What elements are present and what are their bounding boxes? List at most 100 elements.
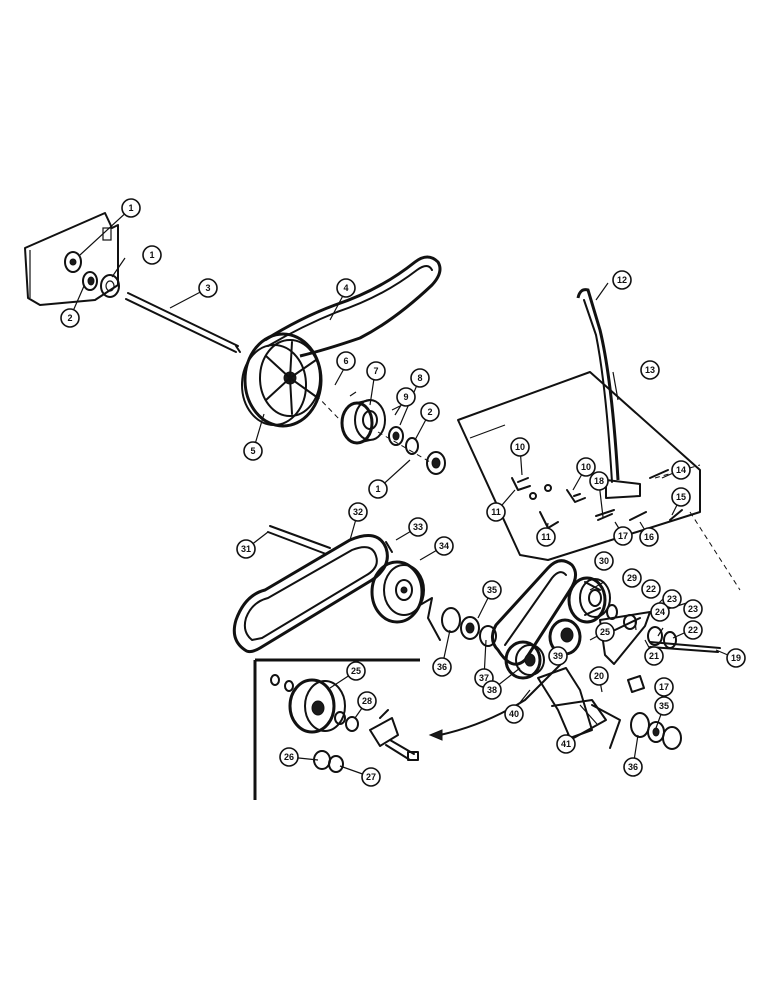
small-pulley-upper — [340, 399, 386, 445]
callout-13: 13 — [640, 360, 660, 380]
washer-stack-lower-right — [630, 712, 682, 750]
callout-3-shaft: 3 — [198, 278, 218, 298]
callout-label: 2 — [67, 313, 72, 323]
bearing-left — [82, 271, 120, 298]
callout-label: 25 — [351, 666, 361, 676]
curved-arrow — [428, 664, 561, 741]
callout-35-upper: 35 — [482, 580, 502, 600]
callout-label: 4 — [343, 283, 348, 293]
callout-1-upper: 1 — [368, 479, 388, 499]
callout-label: 40 — [509, 709, 519, 719]
callout-label: 7 — [373, 366, 378, 376]
callout-21: 21 — [644, 646, 664, 666]
callout-25-right: 25 — [595, 622, 615, 642]
callout-24: 24 — [650, 602, 670, 622]
set-screw — [627, 675, 645, 693]
callout-36-lower: 36 — [623, 757, 643, 777]
callout-12: 12 — [612, 270, 632, 290]
callout-29: 29 — [622, 568, 642, 588]
inset-idler-pulley — [270, 674, 346, 734]
washer-stack-right — [606, 604, 677, 649]
callout-label: 2 — [427, 407, 432, 417]
washer-stack-left — [419, 597, 497, 647]
callout-label: 37 — [479, 673, 489, 683]
callout-16: 16 — [639, 527, 659, 547]
callout-label: 21 — [649, 651, 659, 661]
callout-label: 32 — [353, 507, 363, 517]
callout-label: 36 — [437, 662, 447, 672]
callout-18: 18 — [589, 471, 609, 491]
callout-20: 20 — [589, 666, 609, 686]
callout-17-upper: 17 — [613, 526, 633, 546]
callout-label: 14 — [676, 465, 686, 475]
callout-label: 11 — [541, 532, 551, 542]
assembly-line-upper — [315, 394, 431, 463]
callout-26: 26 — [279, 747, 299, 767]
callout-label: 23 — [688, 604, 698, 614]
callout-22-lower: 22 — [683, 620, 703, 640]
callout-label: 5 — [250, 446, 255, 456]
callout-23-lower: 23 — [683, 599, 703, 619]
callout-8: 8 — [410, 368, 430, 388]
callout-7: 7 — [366, 361, 386, 381]
inset-bracket-bolt — [369, 709, 419, 761]
callout-25-inset: 25 — [346, 661, 366, 681]
callout-14: 14 — [671, 460, 691, 480]
callout-22-upper: 22 — [641, 579, 661, 599]
callout-label: 1 — [128, 203, 133, 213]
inset-bearing — [313, 750, 344, 773]
pulley-right-upper — [567, 576, 611, 624]
large-pulley — [241, 332, 323, 428]
callout-label: 10 — [581, 462, 591, 472]
callout-2-bearing: 2 — [60, 308, 80, 328]
callout-5-pulley: 5 — [243, 441, 263, 461]
callout-30: 30 — [594, 551, 614, 571]
long-v-belt — [232, 534, 389, 654]
callout-label: 34 — [439, 541, 449, 551]
callout-label: 19 — [731, 653, 741, 663]
callout-38: 38 — [482, 680, 502, 700]
callout-15: 15 — [671, 487, 691, 507]
mounting-plate — [24, 212, 119, 306]
callout-label: 25 — [600, 627, 610, 637]
callout-label: 22 — [646, 584, 656, 594]
pulley-middle — [370, 541, 425, 624]
callout-10-left: 10 — [510, 437, 530, 457]
inset-frame — [253, 658, 420, 800]
callout-label: 18 — [594, 476, 604, 486]
callout-label: 12 — [617, 275, 627, 285]
callout-1-plate: 1 — [121, 198, 141, 218]
callout-39: 39 — [548, 646, 568, 666]
pulley-hardware-upper — [349, 391, 446, 475]
callout-label: 1 — [375, 484, 380, 494]
callout-19: 19 — [726, 648, 746, 668]
callout-label: 41 — [561, 739, 571, 749]
v-belt-upper — [264, 255, 442, 358]
callout-27: 27 — [361, 767, 381, 787]
callout-1-washer: 1 — [142, 245, 162, 265]
callout-6: 6 — [336, 351, 356, 371]
callout-label: 35 — [487, 585, 497, 595]
drive-shaft — [125, 292, 241, 353]
callout-11-right: 11 — [536, 527, 556, 547]
callout-40: 40 — [504, 704, 524, 724]
callout-label: 9 — [403, 392, 408, 402]
callout-label: 38 — [487, 685, 497, 695]
callout-label: 6 — [343, 356, 348, 366]
callout-label: 10 — [515, 442, 525, 452]
callout-label: 20 — [594, 671, 604, 681]
inset-spacers — [334, 711, 359, 732]
callout-34: 34 — [434, 536, 454, 556]
callout-4-belt: 4 — [336, 278, 356, 298]
callout-35-lower: 35 — [654, 696, 674, 716]
callout-label: 27 — [366, 772, 376, 782]
clips-and-pins — [511, 469, 683, 529]
callout-23-upper: 23 — [662, 589, 682, 609]
control-lever — [576, 288, 641, 499]
callout-label: 29 — [627, 573, 637, 583]
support-bracket — [537, 667, 621, 749]
callout-label: 39 — [553, 651, 563, 661]
tension-rod — [649, 641, 721, 653]
callout-label: 1 — [149, 250, 154, 260]
